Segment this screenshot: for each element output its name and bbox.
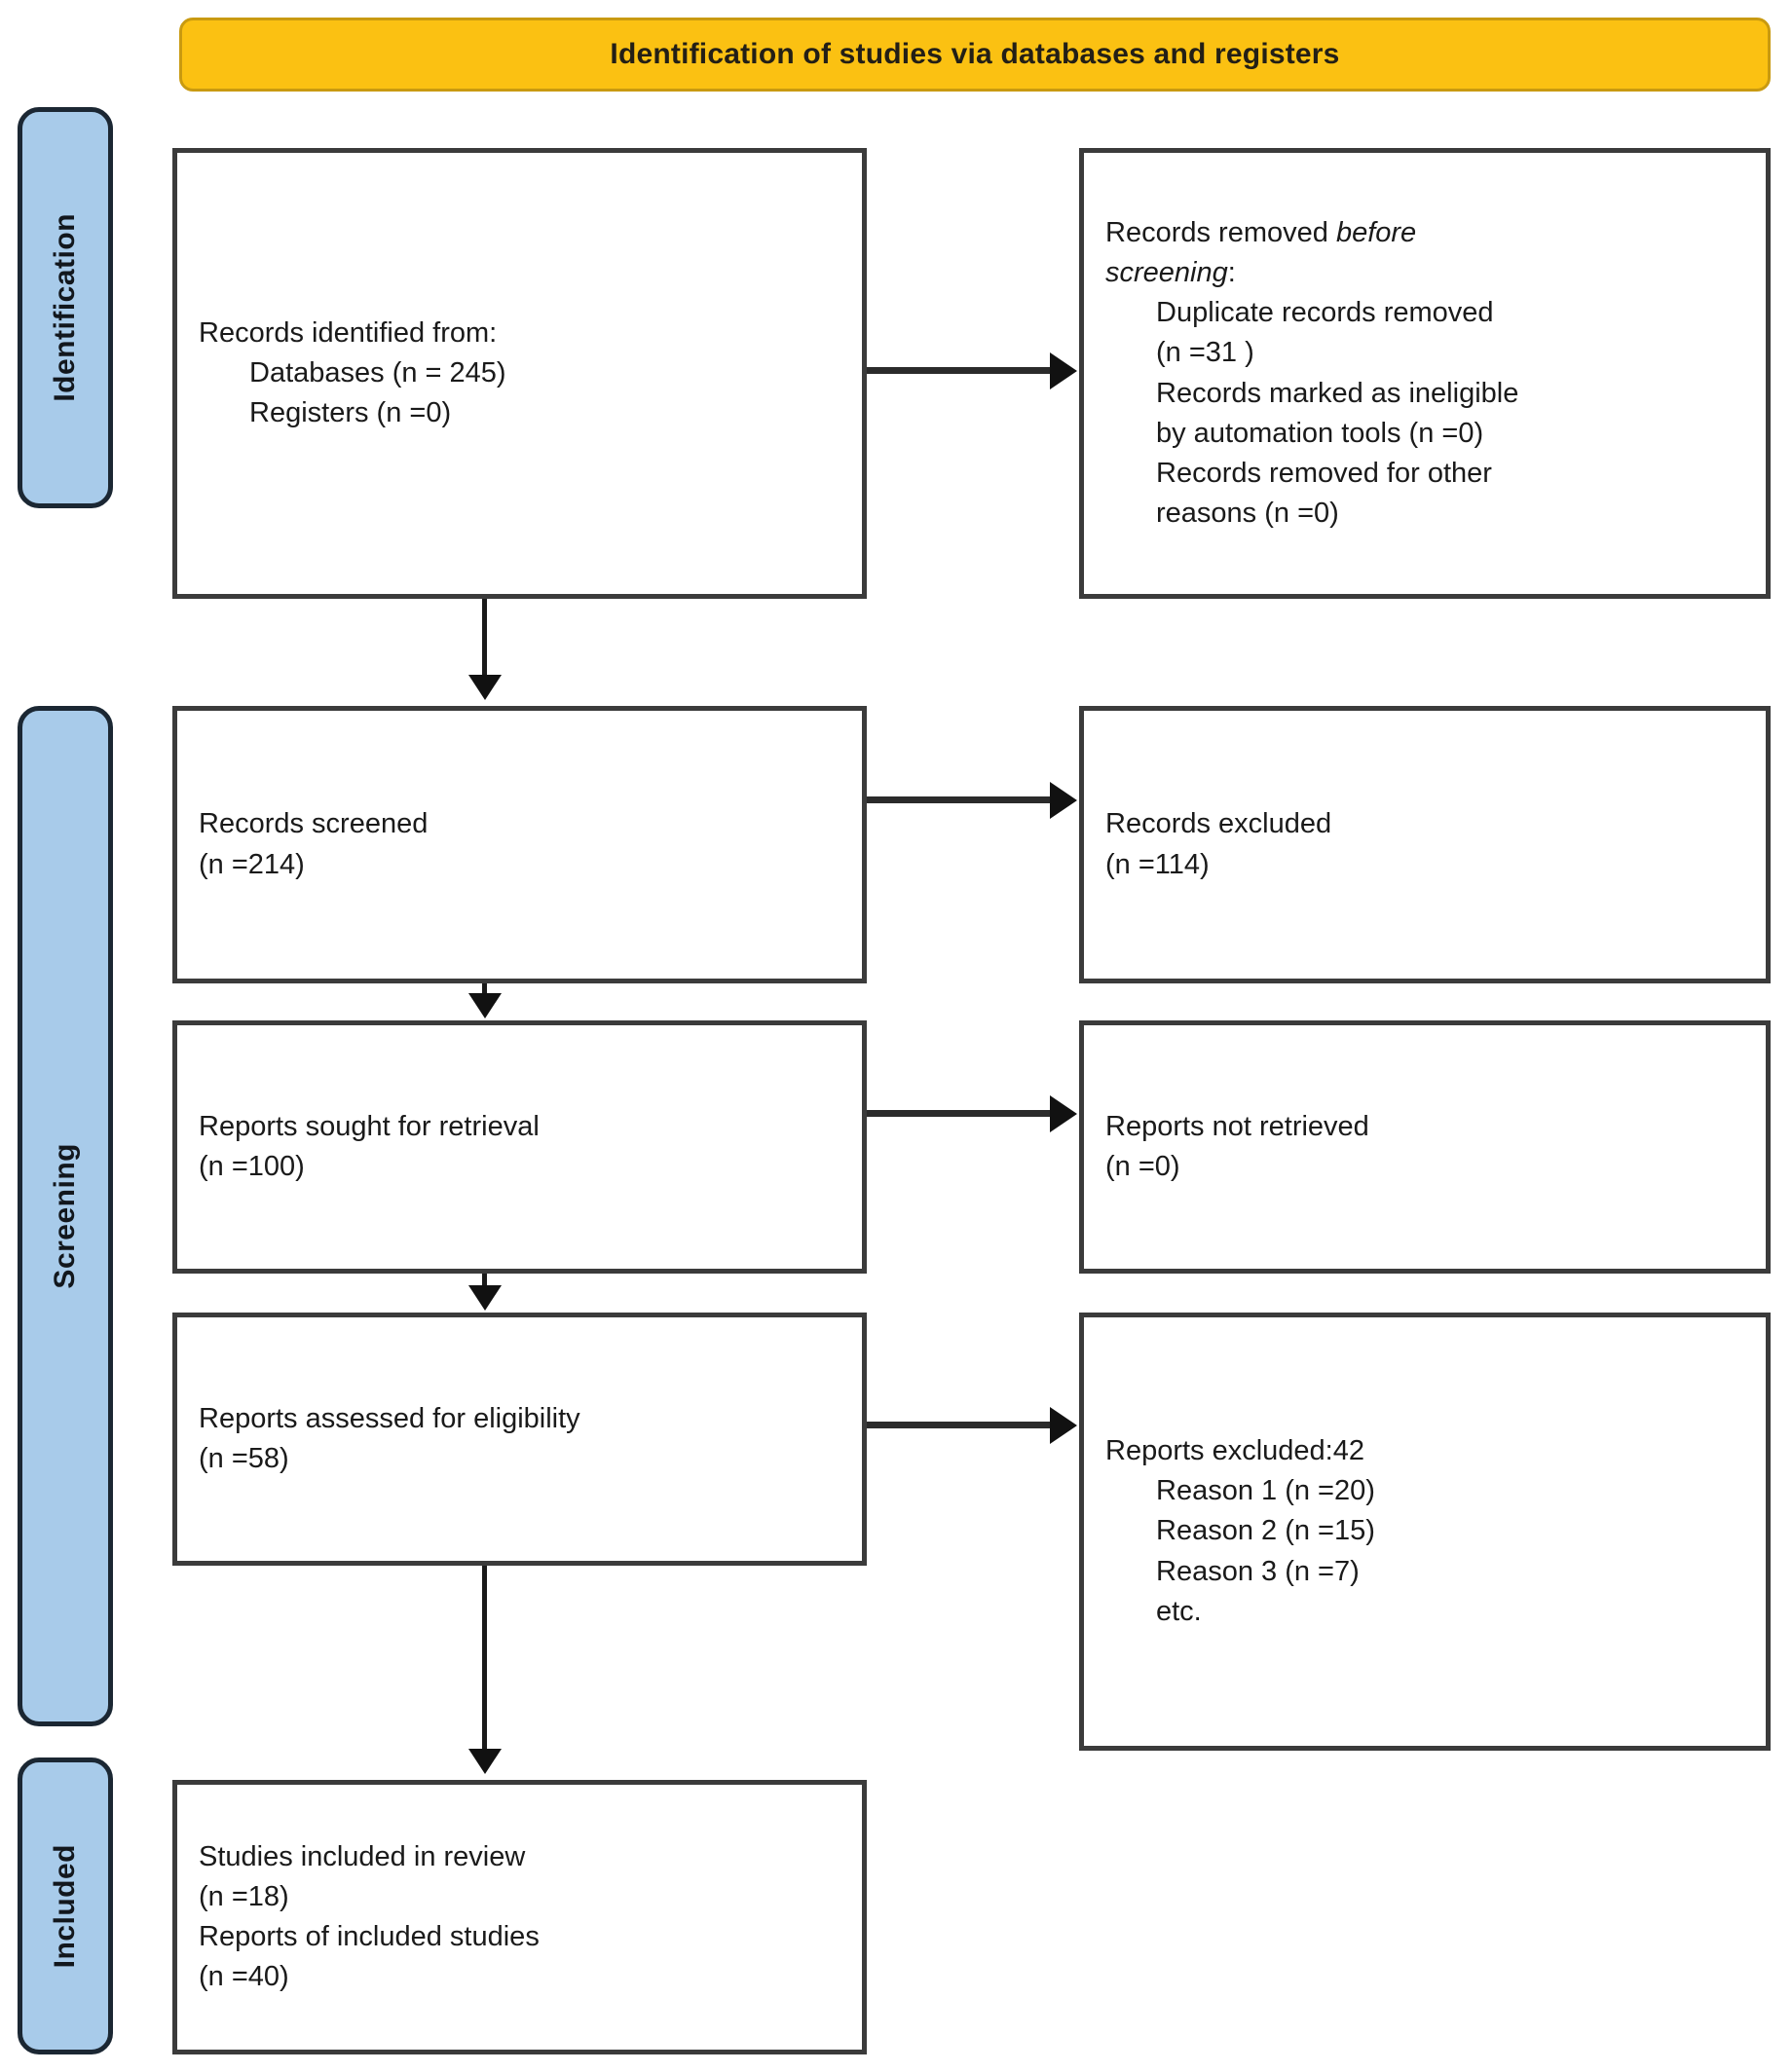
reports-excluded-reason-3: Reason 3 (n =7) xyxy=(1156,1555,1360,1587)
connector-assessed-to-included-arrow-icon xyxy=(468,1749,502,1774)
reports-excluded-reason-2: Reason 2 (n =15) xyxy=(1156,1515,1375,1547)
stage-included-text: Included xyxy=(49,1843,81,1969)
records-screened-count: (n =214) xyxy=(199,848,305,880)
reports-not-retrieved-count: (n =0) xyxy=(1105,1151,1180,1182)
records-ineligible-line-1: Records marked as ineligible xyxy=(1156,377,1519,409)
connector-screened-to-sought-line xyxy=(482,983,487,995)
reports-assessed-label: Reports assessed for eligibility xyxy=(199,1402,580,1434)
connector-identified-to-removed-line xyxy=(867,367,1052,374)
reports-sought-count: (n =100) xyxy=(199,1151,305,1182)
box-reports-sought-for-retrieval: Reports sought for retrieval (n =100) xyxy=(172,1020,867,1274)
reports-assessed-count: (n =58) xyxy=(199,1443,289,1474)
stage-identification-text: Identification xyxy=(49,213,81,402)
connector-screened-to-sought-arrow-icon xyxy=(468,993,502,1018)
reports-excluded-reason-1: Reason 1 (n =20) xyxy=(1156,1475,1375,1507)
records-removed-heading-italic-screening: screening xyxy=(1105,256,1228,288)
connector-assessed-to-reports-excluded-arrow-icon xyxy=(1050,1407,1077,1444)
box-records-identified: Records identified from: Databases (n = … xyxy=(172,148,867,599)
box-records-screened: Records screened (n =214) xyxy=(172,706,867,983)
stage-label-identification: Identification xyxy=(18,107,113,508)
diagram-header-banner: Identification of studies via databases … xyxy=(179,18,1771,92)
records-identified-registers: Registers (n =0) xyxy=(249,397,452,429)
records-ineligible-line-2: by automation tools (n =0) xyxy=(1156,417,1484,449)
reports-not-retrieved-label: Reports not retrieved xyxy=(1105,1110,1369,1142)
records-removed-other-line-2: reasons (n =0) xyxy=(1156,498,1339,530)
records-removed-heading-line-2: screening: xyxy=(1105,253,1744,293)
records-identified-databases: Databases (n = 245) xyxy=(249,356,506,388)
connector-identified-to-removed-arrow-icon xyxy=(1050,352,1077,389)
banner-title: Identification of studies via databases … xyxy=(610,38,1340,70)
records-removed-heading-colon: : xyxy=(1227,256,1236,288)
box-reports-excluded: Reports excluded:42 Reason 1 (n =20) Rea… xyxy=(1079,1313,1771,1751)
connector-screened-to-excluded-line xyxy=(867,796,1052,803)
box-records-excluded: Records excluded (n =114) xyxy=(1079,706,1771,983)
studies-included-label: Studies included in review xyxy=(199,1840,526,1872)
connector-sought-to-not-retrieved-line xyxy=(867,1110,1052,1117)
stage-label-included: Included xyxy=(18,1758,113,2054)
connector-sought-to-not-retrieved-arrow-icon xyxy=(1050,1095,1077,1132)
connector-identified-to-screened-line xyxy=(482,599,487,677)
box-records-removed-before-screening: Records removed before screening: Duplic… xyxy=(1079,148,1771,599)
box-studies-included-in-review: Studies included in review (n =18) Repor… xyxy=(172,1780,867,2054)
box-reports-assessed-for-eligibility: Reports assessed for eligibility (n =58) xyxy=(172,1313,867,1566)
studies-included-count: (n =18) xyxy=(199,1880,289,1912)
duplicate-records-removed-label: Duplicate records removed xyxy=(1156,297,1494,329)
records-removed-heading-italic-before: before xyxy=(1335,216,1417,248)
duplicate-records-removed-count: (n =31 ) xyxy=(1156,337,1254,369)
records-identified-line-1: Records identified from: xyxy=(199,316,498,349)
records-excluded-count: (n =114) xyxy=(1105,848,1210,880)
connector-screened-to-excluded-arrow-icon xyxy=(1050,782,1077,819)
records-removed-heading-plain: Records removed xyxy=(1105,216,1336,248)
records-removed-other-line-1: Records removed for other xyxy=(1156,457,1492,489)
connector-sought-to-assessed-arrow-icon xyxy=(468,1285,502,1311)
records-removed-heading-line-1: Records removed before xyxy=(1105,213,1744,253)
connector-assessed-to-reports-excluded-line xyxy=(867,1422,1052,1428)
records-screened-label: Records screened xyxy=(199,808,429,840)
connector-assessed-to-included-line xyxy=(482,1566,487,1751)
reports-of-included-studies-label: Reports of included studies xyxy=(199,1921,540,1952)
stage-screening-text: Screening xyxy=(49,1143,81,1289)
reports-of-included-studies-count: (n =40) xyxy=(199,1961,289,1993)
stage-label-screening: Screening xyxy=(18,706,113,1726)
records-excluded-label: Records excluded xyxy=(1105,808,1332,840)
box-reports-not-retrieved: Reports not retrieved (n =0) xyxy=(1079,1020,1771,1274)
connector-sought-to-assessed-line xyxy=(482,1274,487,1289)
reports-excluded-etc: etc. xyxy=(1156,1595,1202,1627)
reports-excluded-heading: Reports excluded:42 xyxy=(1105,1435,1364,1467)
reports-sought-label: Reports sought for retrieval xyxy=(199,1110,540,1142)
connector-identified-to-screened-arrow-icon xyxy=(468,675,502,700)
